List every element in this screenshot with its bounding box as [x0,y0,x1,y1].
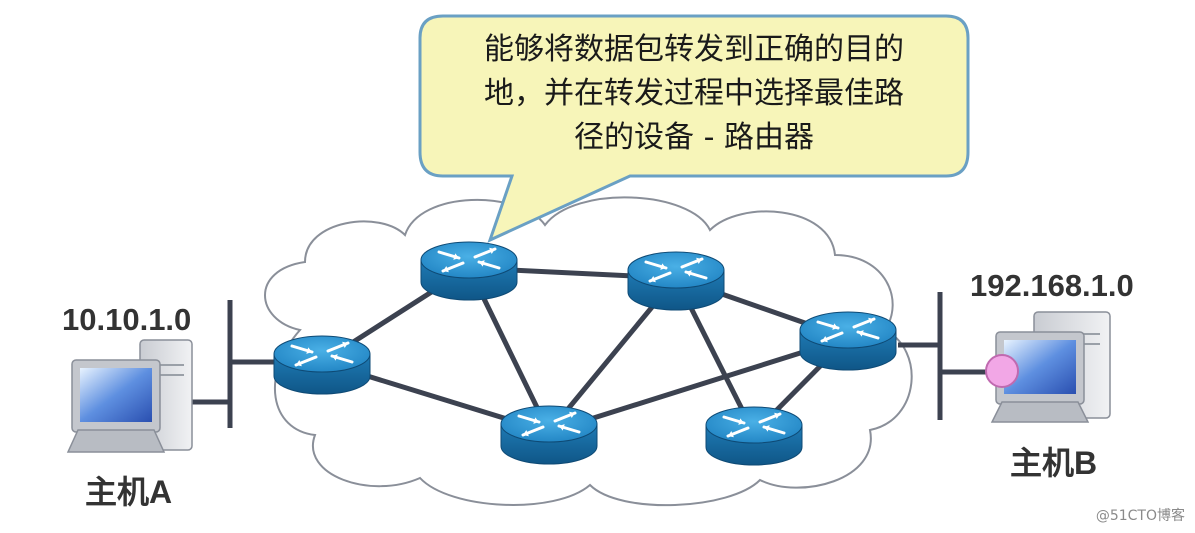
host-b-ip: 192.168.1.0 [970,268,1134,303]
router-icon [500,405,598,465]
callout-line: 能够将数据包转发到正确的目的 [484,32,904,67]
router-icon [420,241,518,301]
interface-marker [985,354,1019,388]
computer-icon [66,339,193,453]
callout-text: 能够将数据包转发到正确的目的 地，并在转发过程中选择最佳路 径的设备 - 路由器 [428,28,960,160]
callout-line: 径的设备 - 路由器 [574,120,814,155]
router-icon [799,311,897,371]
host-a-ip: 10.10.1.0 [62,302,192,337]
router-icon [273,335,371,395]
callout-line: 地，并在转发过程中选择最佳路 [484,76,904,111]
link-r4-r5 [548,335,849,435]
watermark: @51CTO博客 [1095,508,1185,524]
computer-icon [990,311,1111,423]
host-b-label: 主机B [1010,445,1098,481]
callout-bubble [418,14,970,243]
router-icon [627,251,725,311]
router-icon [705,406,803,466]
host-a-label: 主机A [85,474,173,510]
